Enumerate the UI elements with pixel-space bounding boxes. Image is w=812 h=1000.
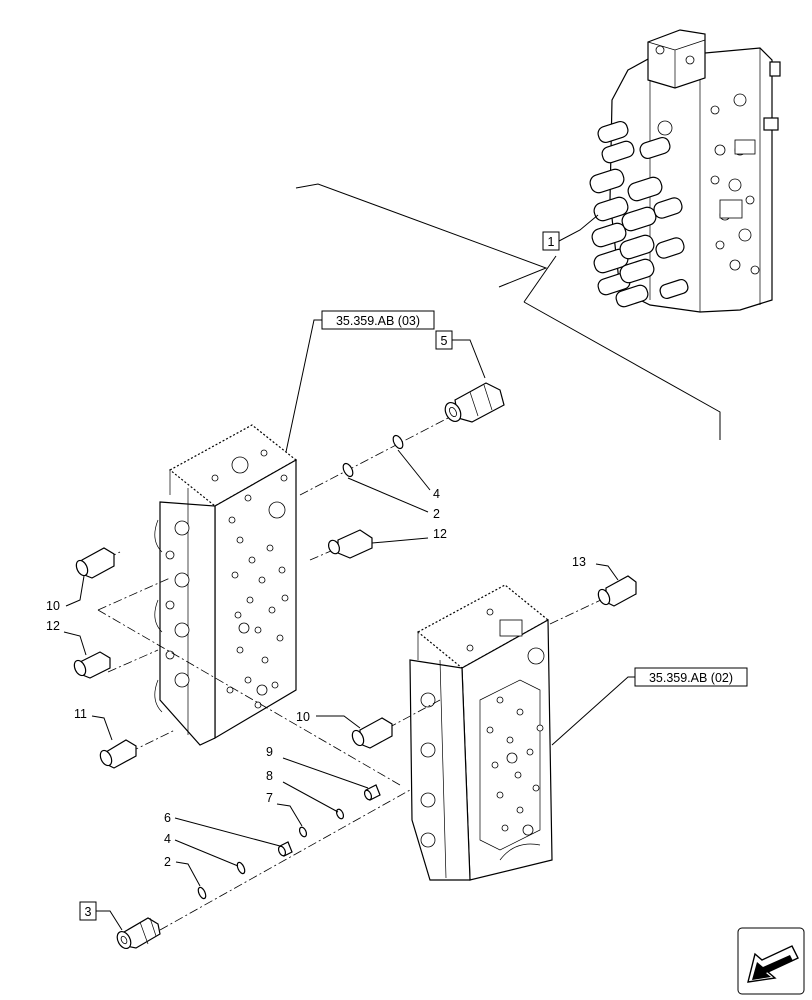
ref-label-02: 35.359.AB (02) [649,671,733,685]
o-ring-8 [335,808,345,820]
label-1: 1 [548,235,555,249]
label-4-lower: 4 [164,832,171,846]
o-ring-2-lower [197,886,207,900]
label-2-lower: 2 [164,855,171,869]
label-13: 13 [572,555,586,569]
part-12-plug-upper [327,529,373,559]
label-10-left: 10 [46,599,60,613]
o-ring-4-upper [392,434,404,450]
part-13-plug [597,575,637,607]
o-ring-7 [298,826,308,838]
label-5: 5 [441,334,448,348]
part-12-plug-left [73,651,111,679]
o-ring-2-upper [342,462,354,478]
part-3-cartridge [116,917,161,950]
label-10-center: 10 [296,710,310,724]
o-ring-4-lower [236,861,246,875]
valve-section-03 [154,424,298,746]
part-5-cartridge [444,382,505,423]
part-10-plug-center [351,717,393,749]
control-valve-assembly [589,29,781,313]
label-7: 7 [266,791,273,805]
label-4-upper: 4 [433,487,440,501]
part-6-spacer [277,841,293,857]
label-12-upper: 12 [433,527,447,541]
label-3: 3 [85,905,92,919]
label-9: 9 [266,745,273,759]
part-10-plug-left [75,547,115,579]
label-12-left: 12 [46,619,60,633]
arrow-icon[interactable] [737,927,805,995]
label-6: 6 [164,811,171,825]
ref-label-03: 35.359.AB (03) [336,314,420,328]
valve-section-02 [409,584,553,881]
callout-outline [295,183,548,288]
part-11-plug [99,739,137,769]
label-8: 8 [266,769,273,783]
part-9-spacer [363,784,381,801]
assembly-center-lines [87,417,606,931]
label-11: 11 [74,707,87,721]
label-2-upper: 2 [433,507,440,521]
